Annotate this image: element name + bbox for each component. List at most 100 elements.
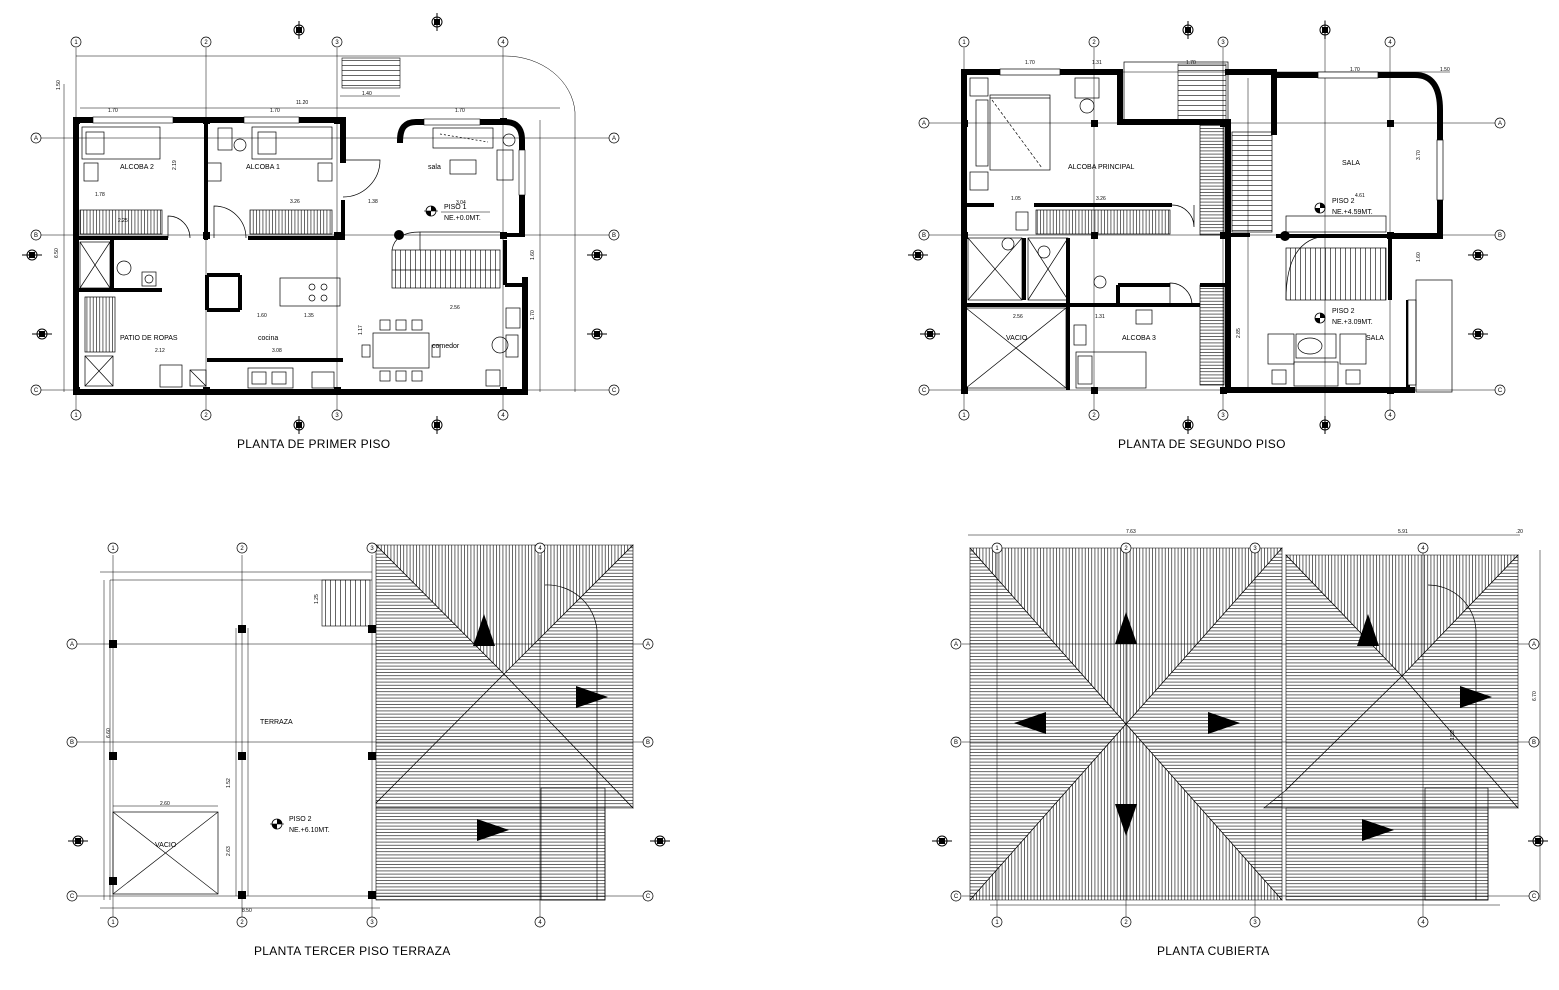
plan-cubierta — [962, 534, 1541, 920]
level-tag-terraza-2: NE.+6.10MT. — [289, 827, 330, 834]
grid-row-B-circle — [608, 229, 620, 241]
dimension-label: 11.20 — [296, 100, 308, 106]
grid-row-A-label: A — [1532, 642, 1536, 648]
grid-row-A-circle — [1494, 117, 1506, 129]
grid-row-B-label: B — [922, 233, 926, 239]
plan-primer-piso — [40, 48, 610, 410]
level-tag-b-line-1: PISO 2 — [1332, 308, 1355, 315]
dimension-label: 1.60 — [257, 313, 267, 319]
dimension-label: 1.70 — [530, 310, 536, 320]
level-tag-a-line-2: NE.+4.59MT. — [1332, 209, 1373, 216]
grid-col-1-label: 1 — [74, 40, 78, 46]
room-labels: ALCOBA 2 ALCOBA 1 sala PATIO DE ROPAS co… — [120, 160, 1384, 849]
dimension-label: 1.60 — [530, 250, 536, 260]
dimension-label: 1.25 — [314, 594, 320, 604]
grid-col-1-label: 1 — [995, 546, 999, 552]
level-tag-line-1: PISO 1 — [444, 204, 467, 211]
dimension-label: 4.61 — [1355, 193, 1365, 199]
grid-col-2-label: 2 — [1092, 40, 1096, 46]
grid-col-1-circle — [107, 916, 119, 928]
grid-col-1-circle — [70, 36, 82, 48]
grid-row-A-label: A — [612, 136, 616, 142]
grid-col-3-label: 3 — [1221, 40, 1225, 46]
grid-row-C-circle — [30, 384, 42, 396]
grid-row-B-circle — [1528, 736, 1540, 748]
dimension-label: 1.70 — [1186, 60, 1196, 66]
grid-col-1-label: 1 — [962, 413, 966, 419]
grid-col-4-label: 4 — [1388, 413, 1392, 419]
grid-col-4-label: 4 — [501, 413, 505, 419]
plan-title-cubierta: PLANTA CUBIERTA — [1157, 944, 1270, 958]
dimension-label: 2.56 — [450, 305, 460, 311]
grid-col-1-label: 1 — [962, 40, 966, 46]
grid-col-3-label: 3 — [370, 920, 374, 926]
grid-row-C-label: C — [1498, 388, 1503, 394]
grid-col-3-circle — [1249, 542, 1261, 554]
grid-col-4-label: 4 — [1388, 40, 1392, 46]
grid-col-2-label: 2 — [240, 546, 244, 552]
room-label-alcoba-2: ALCOBA 2 — [120, 164, 154, 171]
dimension-label: 3.04 — [456, 200, 466, 206]
dimension-label: .20 — [1516, 529, 1523, 535]
grid-col-1-circle — [70, 409, 82, 421]
dimension-label: 6.70 — [1532, 691, 1538, 701]
dimension-label: 2.12 — [155, 348, 165, 354]
grid-row-B-circle — [918, 229, 930, 241]
dimension-label: 1.52 — [226, 778, 232, 788]
grid-row-C-label: C — [1532, 894, 1537, 900]
grid-row-B-label: B — [612, 233, 616, 239]
grid-col-2-circle — [236, 542, 248, 554]
grid-col-3-circle — [366, 542, 378, 554]
room-label-alcoba-3: ALCOBA 3 — [1122, 335, 1156, 342]
plan-title-primer-piso: PLANTA DE PRIMER PISO — [237, 437, 391, 451]
grid-col-4-circle — [1417, 542, 1429, 554]
grid-col-4-label: 4 — [1421, 920, 1425, 926]
room-label-vacio-terraza: VACIO — [155, 842, 177, 849]
grid-col-2-label: 2 — [1092, 413, 1096, 419]
grid-col-2-label: 2 — [204, 40, 208, 46]
level-tag-line-2: NE.+0.0MT. — [444, 215, 481, 222]
room-label-cocina: cocina — [258, 335, 278, 342]
grid-col-1-label: 1 — [111, 920, 115, 926]
grid-col-2-label: 2 — [1124, 920, 1128, 926]
grid-col-4-circle — [534, 916, 546, 928]
grid-row-C-label: C — [612, 388, 617, 394]
grid-col-2-circle — [1120, 916, 1132, 928]
dimension-label: 1.50 — [56, 80, 62, 90]
grid-col-1-label: 1 — [111, 546, 115, 552]
grid-col-4-circle — [534, 542, 546, 554]
grid-col-4-circle — [1417, 916, 1429, 928]
dimension-label: 1.70 — [1025, 60, 1035, 66]
dimension-label: 1.31 — [1092, 60, 1102, 66]
grid-col-1-circle — [107, 542, 119, 554]
grid-row-A-label: A — [922, 121, 926, 127]
grid-col-3-circle — [1217, 36, 1229, 48]
grid-col-1-circle — [958, 36, 970, 48]
grid-col-1-label: 1 — [995, 920, 999, 926]
grid-col-3-label: 3 — [1253, 546, 1257, 552]
dimension-label: 1.70 — [1350, 67, 1360, 73]
grid-row-A-label: A — [70, 642, 74, 648]
level-tag-b-line-2: NE.+3.09MT. — [1332, 319, 1373, 326]
grid-row-B-label: B — [1498, 233, 1502, 239]
room-label-sala-upper: SALA — [1342, 160, 1360, 167]
dimension-label: 3.26 — [290, 199, 300, 205]
dimension-label: 2.56 — [1013, 314, 1023, 320]
dimension-label: 3.08 — [272, 348, 282, 354]
room-label-sala: sala — [428, 164, 441, 171]
grid-row-A-label: A — [954, 642, 958, 648]
grid-row-A-circle — [66, 638, 78, 650]
dimension-label: 1.50 — [1440, 67, 1450, 73]
grid-row-B-label: B — [646, 740, 650, 746]
grid-row-B-circle — [30, 229, 42, 241]
grid-col-3-circle — [1217, 409, 1229, 421]
grid-row-C-circle — [950, 890, 962, 902]
grid-col-2-label: 2 — [1124, 546, 1128, 552]
grid-row-A-circle — [950, 638, 962, 650]
grid-row-C-label: C — [646, 894, 651, 900]
room-label-alcoba-principal: ALCOBA PRINCIPAL — [1068, 164, 1135, 171]
dimension-label: 2.63 — [226, 846, 232, 856]
grid-col-1-label: 1 — [74, 413, 78, 419]
